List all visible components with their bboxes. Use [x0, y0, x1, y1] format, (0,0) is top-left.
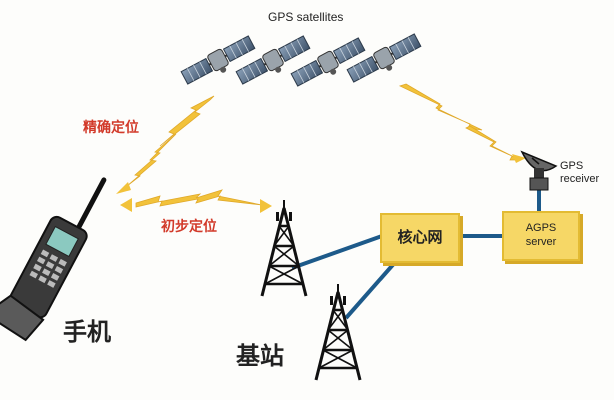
base-station-tower-icon	[260, 198, 308, 298]
agps-server-line2: server	[525, 236, 557, 248]
signal-bolt-icon	[126, 83, 521, 208]
arrow-to-phone-icon	[116, 182, 131, 194]
gps-receiver-label: GPS receiver	[560, 160, 599, 186]
phone-label: 手机	[63, 319, 111, 346]
network-links	[291, 190, 541, 320]
core-network-box: 核心网	[380, 213, 460, 263]
gps-satellites-label: GPS satellites	[268, 10, 344, 24]
arrow-to-receiver-icon	[512, 154, 526, 163]
fine-positioning-label: 精确定位	[83, 119, 139, 135]
initial-positioning-label: 初步定位	[161, 218, 217, 234]
base-station-label: 基站	[236, 343, 284, 370]
arrow-right-icon	[260, 199, 272, 213]
gps-receiver-line2: receiver	[560, 173, 600, 185]
agps-server-box: AGPS server	[502, 211, 580, 261]
mobile-phone-icon	[0, 177, 107, 342]
gps-receiver-line1: GPS	[560, 160, 584, 172]
dish-antenna-icon	[520, 150, 558, 191]
arrow-left-icon	[120, 198, 132, 212]
agps-server-line1: AGPS	[525, 222, 557, 234]
base-station-tower-icon	[314, 282, 362, 382]
